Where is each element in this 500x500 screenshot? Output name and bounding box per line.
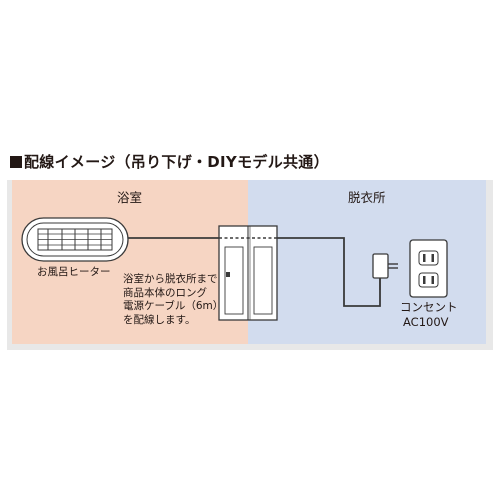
bathroom-label: 浴室 [117, 190, 143, 205]
title-square-icon [10, 156, 22, 168]
cable-note-line-2: 商品本体のロング [123, 286, 207, 299]
bathroom-area [12, 180, 248, 344]
heater-icon [21, 217, 129, 262]
heater-label: お風呂ヒーター [37, 266, 111, 278]
wall-outlet-icon [409, 239, 448, 298]
cable-to-adapter [277, 237, 381, 307]
door-icon [218, 225, 278, 321]
cable-note-line-1: 浴室から脱衣所まで [123, 273, 218, 285]
outlet-voltage-label: AC100V [403, 315, 449, 329]
diagram-title: 配線イメージ（吊り下げ・DIYモデル共通） [10, 151, 329, 173]
cable-note-line-3: 電源ケーブル（6m） [123, 300, 224, 312]
outlet-label: コンセント [400, 300, 458, 314]
dressing-room-label: 脱衣所 [348, 190, 386, 205]
power-adapter-icon [372, 253, 398, 290]
cable-note-line-4: を配線します。 [123, 313, 196, 326]
